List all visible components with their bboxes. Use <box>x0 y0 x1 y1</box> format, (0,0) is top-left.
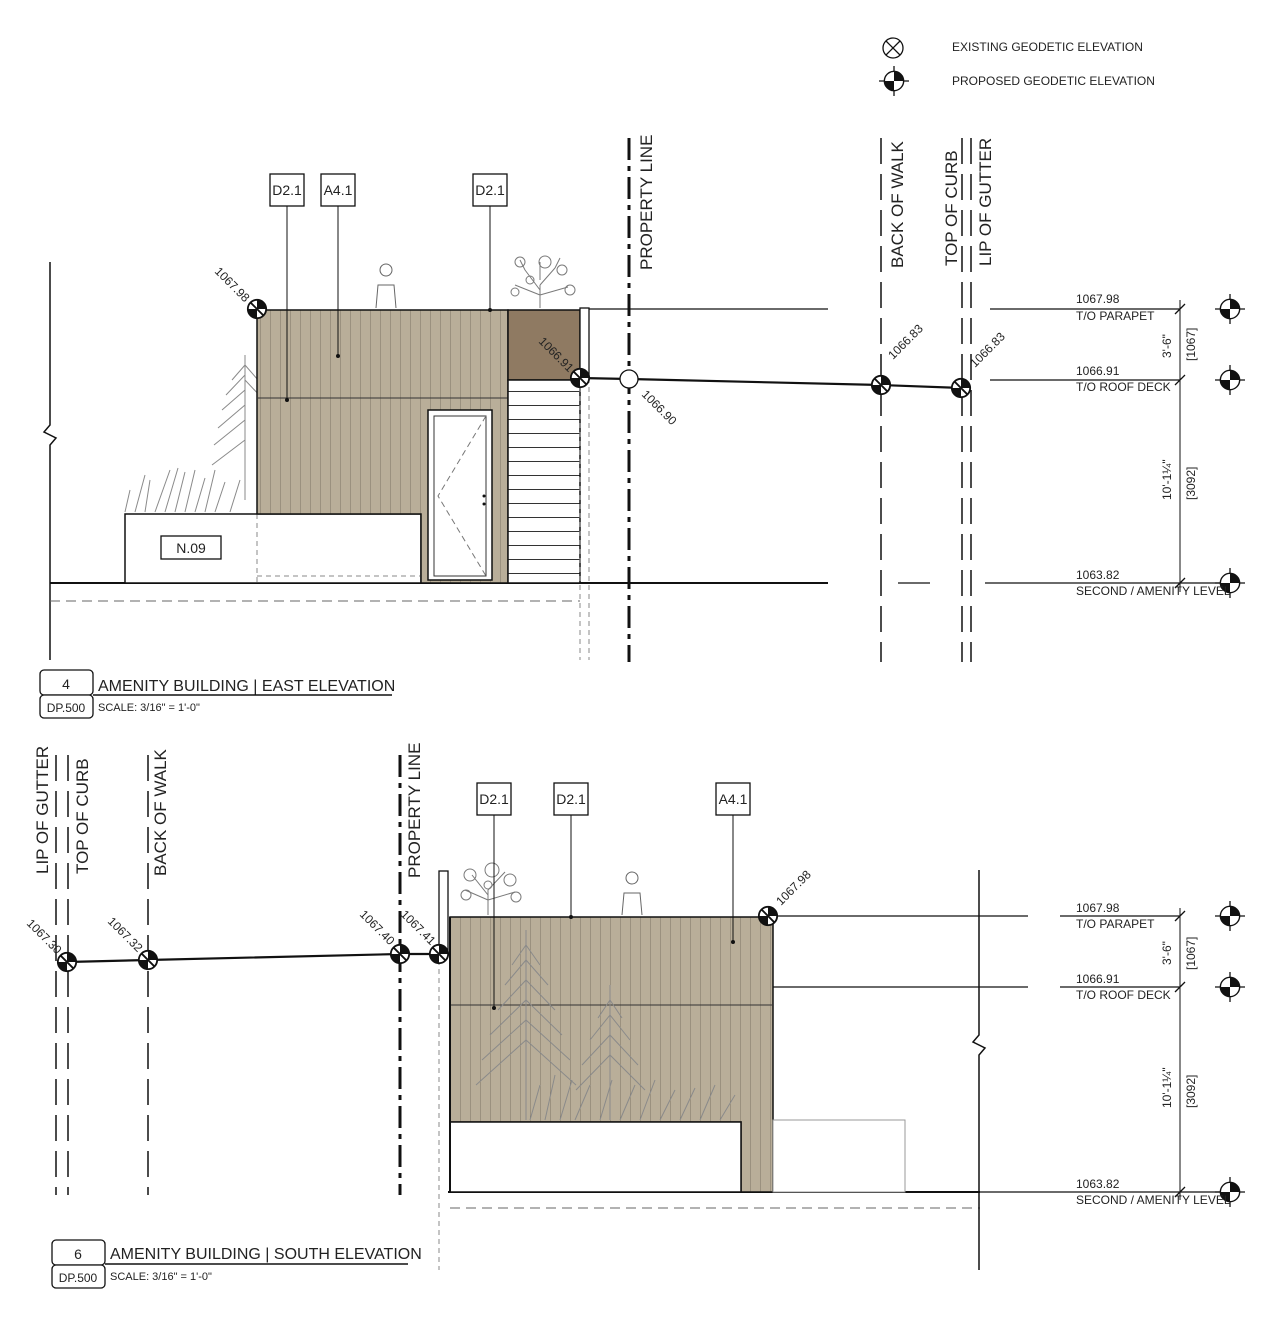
spot-elevation-icon <box>428 943 450 965</box>
drawing-title: AMENITY BUILDING | EAST ELEVATION <box>98 678 395 695</box>
person-scale-figure <box>621 871 643 916</box>
level-marker-icon <box>1215 901 1245 931</box>
guard-rail <box>438 870 449 952</box>
property-line-label: PROPERTY LINE <box>405 743 424 878</box>
dim-imperial: 10'-1¼" <box>1160 1067 1174 1108</box>
material-tags: D2.1 D2.1 A4.1 <box>476 782 751 1010</box>
top-of-curb-label: TOP OF CURB <box>942 150 961 266</box>
material-tags: D2.1 A4.1 D2.1 <box>269 173 508 402</box>
dim-metric: [3092] <box>1184 1075 1198 1108</box>
dim-imperial: 10'-1¼" <box>1160 459 1174 500</box>
spot-elev-5: 1066.83 <box>967 329 1008 370</box>
spot-elev-2: 1067.32 <box>105 914 146 955</box>
legend: EXISTING GEODETIC ELEVATION PROPOSED GEO… <box>879 37 1155 96</box>
south-elevation: LIP OF GUTTER TOP OF CURB BACK OF WALK P… <box>24 743 1245 1289</box>
planter-tag: N.09 <box>176 540 206 556</box>
legend-proposed-label: PROPOSED GEODETIC ELEVATION <box>952 74 1155 88</box>
existing-elevation-icon <box>882 37 904 59</box>
break-line <box>971 870 987 1270</box>
drawing-scale: SCALE: 3/16" = 1'-0" <box>110 1271 212 1283</box>
level-name: SECOND / AMENITY LEVEL <box>1076 1193 1231 1207</box>
drawing-number: 6 <box>74 1246 82 1262</box>
legend-existing-label: EXISTING GEODETIC ELEVATION <box>952 40 1143 54</box>
tag-d21-b: D2.1 <box>475 182 505 198</box>
guard-rail <box>579 307 590 379</box>
spot-elevation-icon <box>389 943 411 965</box>
sheet-number: DP.500 <box>47 701 86 715</box>
top-of-curb-label: TOP OF CURB <box>73 758 92 874</box>
level-name: T/O PARAPET <box>1076 309 1155 323</box>
tree-south <box>475 930 736 1121</box>
drawing-title: AMENITY BUILDING | SOUTH ELEVATION <box>110 1246 422 1263</box>
rooftop-tree <box>460 862 522 915</box>
drawing-scale: SCALE: 3/16" = 1'-0" <box>98 702 200 714</box>
level-elev: 1067.98 <box>1076 292 1120 306</box>
level-name: T/O ROOF DECK <box>1076 988 1171 1002</box>
existing-point-icon <box>619 369 639 389</box>
level-elev: 1063.82 <box>1076 568 1120 582</box>
spot-elevation-icon <box>950 377 972 399</box>
spot-elev-4: 1067.41 <box>398 907 439 948</box>
person-scale-figure <box>375 263 397 309</box>
tag-d21-a: D2.1 <box>272 182 302 198</box>
tag-a41: A4.1 <box>719 791 748 807</box>
spot-elev-5: 1067.98 <box>773 867 814 908</box>
dim-metric: [1067] <box>1184 328 1198 361</box>
property-line-label: PROPERTY LINE <box>637 135 656 270</box>
level-name: T/O ROOF DECK <box>1076 380 1171 394</box>
spot-elev-3: 1066.90 <box>639 387 680 428</box>
sidewalk-grade <box>579 376 963 390</box>
dim-imperial: 3'-6" <box>1160 941 1174 965</box>
east-elevation: N.09 D2.1 A4.1 <box>39 135 1245 719</box>
level-marker-icon <box>1215 294 1245 324</box>
spot-elevation-icon <box>137 949 159 971</box>
drawing-number: 4 <box>62 676 70 692</box>
lip-of-gutter-label: LIP OF GUTTER <box>976 138 995 266</box>
tag-d21-a: D2.1 <box>479 791 509 807</box>
spot-elev-1: 1067.30 <box>24 916 65 957</box>
dim-metric: [3092] <box>1184 467 1198 500</box>
planter-tag-box <box>160 535 222 560</box>
level-elev: 1066.91 <box>1076 364 1120 378</box>
level-name: T/O PARAPET <box>1076 917 1155 931</box>
spot-elevation-icon <box>246 298 268 320</box>
lip-of-gutter-label: LIP OF GUTTER <box>33 746 52 874</box>
sheet-number: DP.500 <box>59 1271 98 1285</box>
level-elev: 1067.98 <box>1076 901 1120 915</box>
level-elev: 1063.82 <box>1076 1177 1120 1191</box>
break-line <box>42 262 58 660</box>
sidewalk-grade <box>66 952 439 964</box>
dim-imperial: 3'-6" <box>1160 334 1174 358</box>
spot-elevation-icon <box>870 374 892 396</box>
door <box>427 409 493 581</box>
spot-elevation-icon <box>757 905 779 927</box>
level-name: SECOND / AMENITY LEVEL <box>1076 584 1231 598</box>
spot-elev-3: 1067.40 <box>357 907 398 948</box>
dim-metric: [1067] <box>1184 937 1198 970</box>
adjacent-wall <box>772 1119 906 1193</box>
level-marker-icon <box>1215 365 1245 395</box>
planter-wall <box>449 1121 742 1193</box>
spot-elev-1: 1067.98 <box>212 264 253 305</box>
spot-elevation-icon <box>56 951 78 973</box>
tag-a41: A4.1 <box>324 182 353 198</box>
level-marker-icon <box>1215 972 1245 1002</box>
back-of-walk-label: BACK OF WALK <box>888 140 907 268</box>
tag-d21-b: D2.1 <box>556 791 586 807</box>
spot-elev-4: 1066.83 <box>885 321 926 362</box>
level-elev: 1066.91 <box>1076 972 1120 986</box>
spot-elevation-icon <box>569 367 591 389</box>
rooftop-tree <box>510 255 576 308</box>
exterior-stair <box>507 379 581 584</box>
back-of-walk-label: BACK OF WALK <box>151 748 170 876</box>
proposed-elevation-icon <box>879 66 909 96</box>
